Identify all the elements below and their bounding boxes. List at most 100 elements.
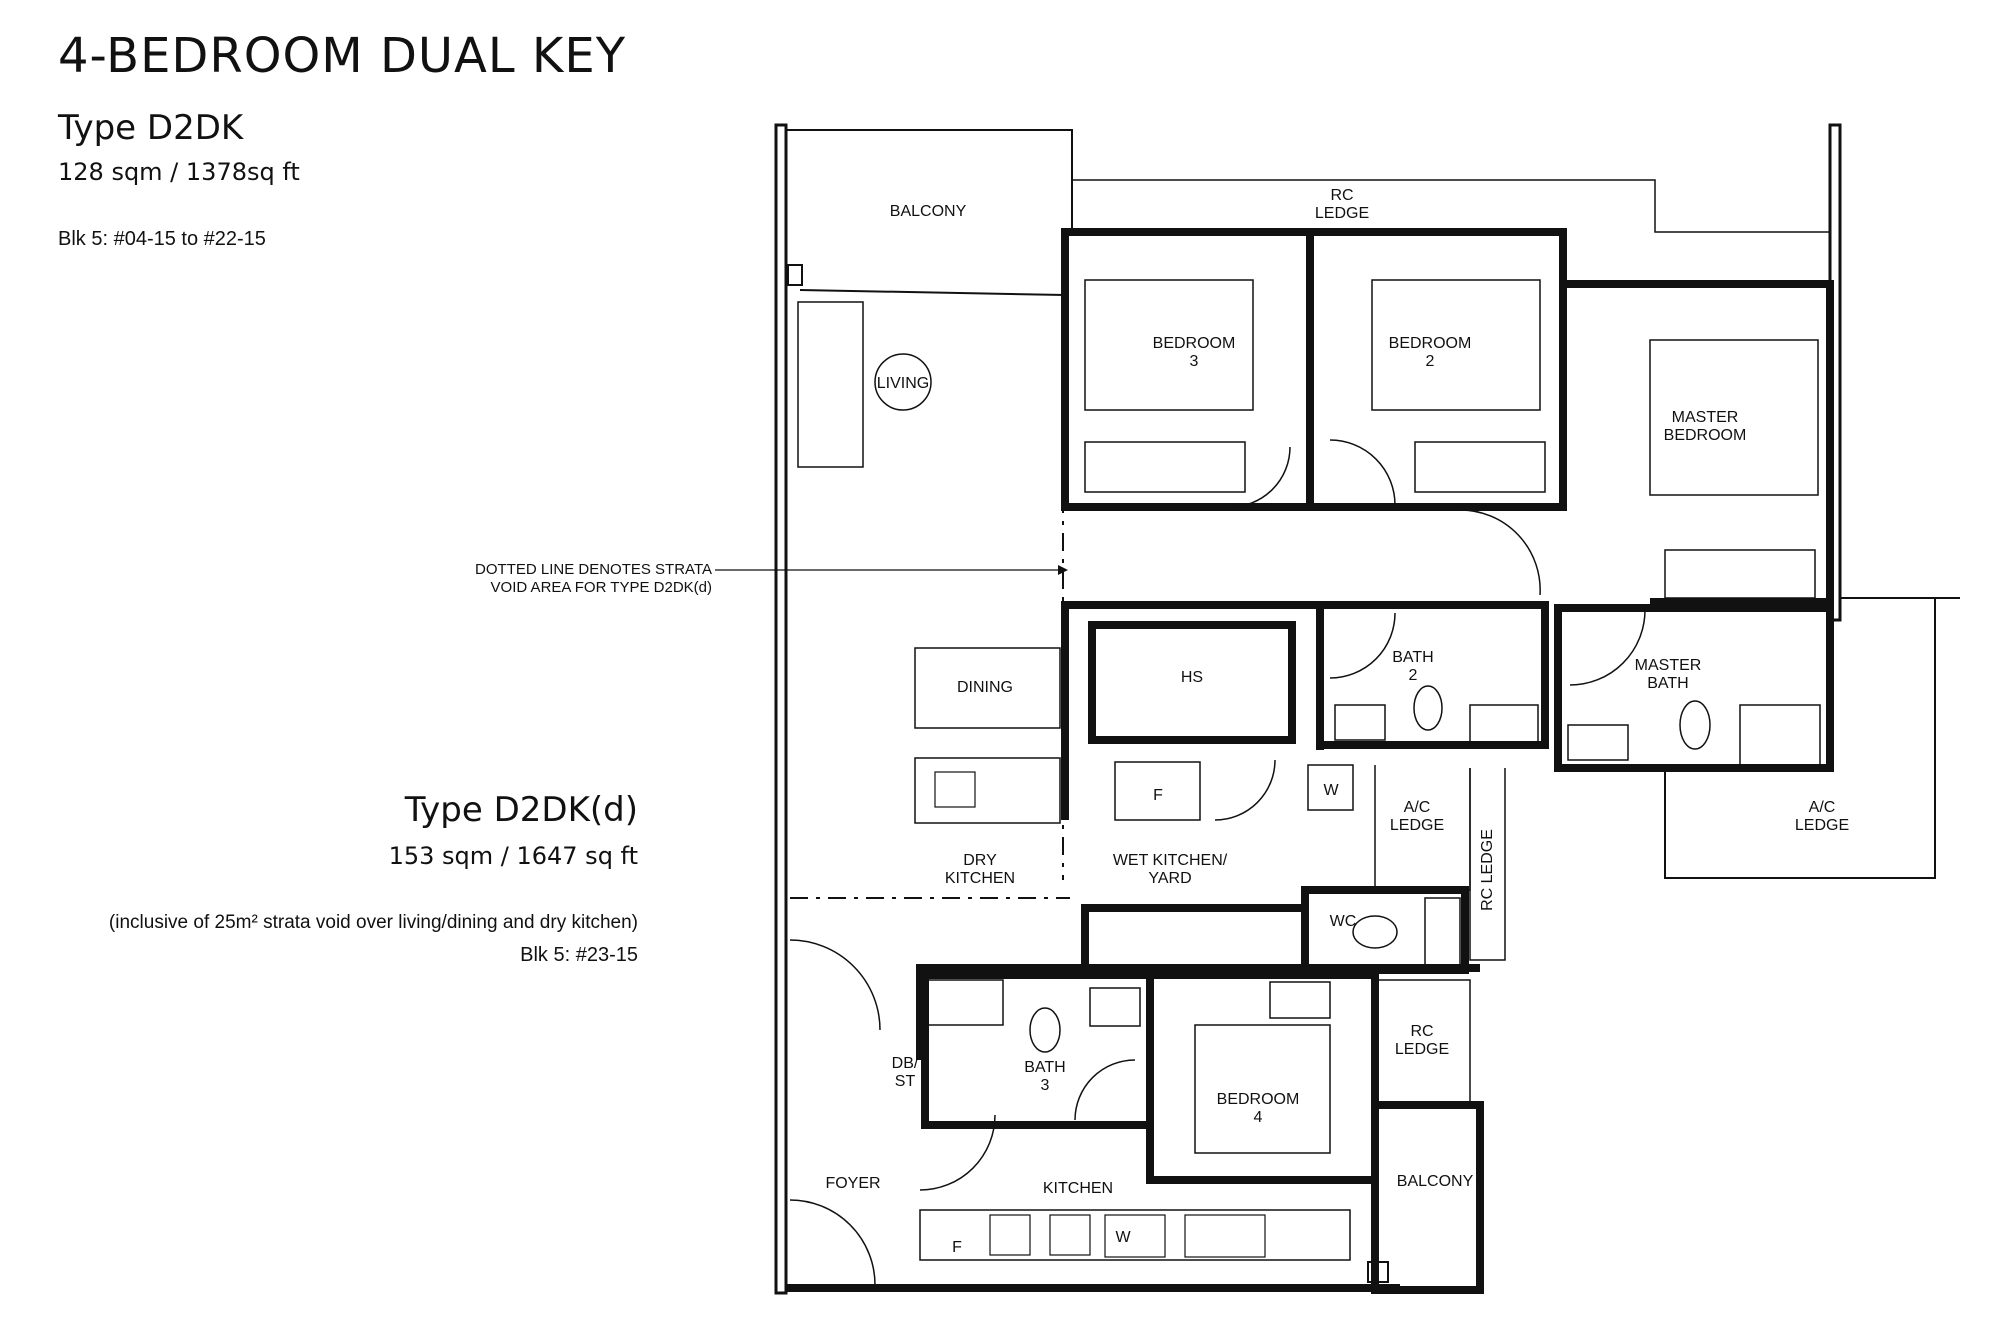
- bedroom-4-walls: [1146, 971, 1379, 1184]
- label-bedroom-3-2: 3: [1190, 353, 1199, 370]
- door-swing-master: [1459, 509, 1541, 596]
- type-d2dk-area: 128 sqm / 1378sq ft: [58, 158, 300, 186]
- label-dry-kitchen-2: KITCHEN: [945, 870, 1015, 887]
- label-master-bedroom-2: BEDROOM: [1664, 427, 1747, 444]
- label-washer-kitchen: W: [1115, 1229, 1131, 1246]
- label-bath-2-1: BATH: [1392, 649, 1433, 666]
- type-d2dk-name: Type D2DK: [58, 108, 244, 148]
- label-balcony-bottom: BALCONY: [1397, 1173, 1474, 1190]
- annotation-arrow: [1058, 565, 1068, 575]
- label-ac-ledge-right-1: A/C: [1809, 799, 1836, 816]
- living-table: [874, 353, 932, 411]
- annotation-line-2: VOID AREA FOR TYPE D2DK(d): [491, 579, 712, 596]
- type-d2dkd-name: Type D2DK(d): [404, 790, 638, 830]
- label-fridge-wet-kitchen: F: [1153, 787, 1163, 804]
- dry-kitchen-counter: [914, 757, 1061, 824]
- master-bath-shower: [1739, 704, 1821, 766]
- label-db-2: ST: [895, 1073, 916, 1090]
- label-balcony-top: BALCONY: [890, 203, 967, 220]
- wc-toilet: [1352, 915, 1398, 949]
- wc-shower: [1424, 897, 1461, 967]
- label-bedroom-2-1: BEDROOM: [1389, 335, 1472, 352]
- bath-2-basin: [1334, 704, 1386, 741]
- bedroom-2-wardrobe: [1414, 441, 1546, 493]
- column-bottom-right: [1367, 1261, 1389, 1283]
- ac-ledge-right-outline: [1664, 597, 1936, 879]
- label-master-bath-1: MASTER: [1635, 657, 1702, 674]
- label-bedroom-4-2: 4: [1254, 1109, 1263, 1126]
- door-swing-bath-3: [1074, 1059, 1136, 1121]
- bedroom-4-wardrobe: [1269, 981, 1331, 1019]
- bedroom-2-walls: [1306, 228, 1567, 511]
- master-bath-toilet: [1679, 700, 1711, 750]
- type-d2dk-units: Blk 5: #04-15 to #22-15: [58, 228, 266, 250]
- hs-room: [1088, 621, 1296, 744]
- door-swing-kitchen: [1214, 759, 1276, 821]
- door-swing-bath-2: [1329, 612, 1396, 679]
- lower-wing-wall: [916, 964, 1480, 1060]
- type-d2dkd-area: 153 sqm / 1647 sq ft: [388, 842, 638, 870]
- label-living: LIVING: [877, 375, 929, 392]
- label-wet-kitchen-1: WET KITCHEN/: [1113, 852, 1228, 869]
- balcony-sliding-door: [799, 289, 1066, 296]
- rc-ledge-top-outline: [1072, 179, 1830, 233]
- label-wc: WC: [1330, 913, 1357, 930]
- balcony-top-outline: [786, 129, 1073, 232]
- label-rc-ledge-top-2: LEDGE: [1315, 205, 1369, 222]
- label-bedroom-2-2: 2: [1426, 353, 1435, 370]
- kitchen-hob: [989, 1214, 1031, 1256]
- bedroom-2-bed: [1371, 279, 1541, 411]
- kitchen-washer: [1104, 1214, 1166, 1258]
- label-bath-3-1: BATH: [1024, 1059, 1065, 1076]
- door-swing-foyer-inner: [919, 1114, 996, 1191]
- door-swing-foyer-entrance: [789, 939, 881, 1031]
- bedroom-4-bed: [1194, 1024, 1331, 1154]
- bath-2-shower: [1469, 704, 1539, 744]
- bath-3-toilet: [1029, 1007, 1061, 1053]
- label-washer-wet-kitchen: W: [1323, 782, 1339, 799]
- label-rc-ledge-low-2: LEDGE: [1395, 1041, 1449, 1058]
- label-bedroom-4-1: BEDROOM: [1217, 1091, 1300, 1108]
- bath-2-toilet: [1413, 685, 1443, 731]
- label-bath-2-2: 2: [1409, 667, 1418, 684]
- wet-kitchen-washer: [1307, 764, 1354, 811]
- label-ac-ledge-right-2: LEDGE: [1795, 817, 1849, 834]
- bedroom-3-bed: [1084, 279, 1254, 411]
- rc-ledge-vertical-outline: [1469, 768, 1506, 961]
- label-rc-ledge-low-1: RC: [1410, 1023, 1433, 1040]
- master-bedroom-bed: [1649, 339, 1819, 496]
- dining-table: [914, 647, 1061, 729]
- wc-room: [1301, 886, 1469, 974]
- label-kitchen: KITCHEN: [1043, 1180, 1113, 1197]
- type-d2dkd-units: Blk 5: #23-15: [520, 944, 638, 966]
- master-bedroom-wardrobe: [1664, 549, 1816, 599]
- label-ac-ledge-mid-2: LEDGE: [1390, 817, 1444, 834]
- label-rc-ledge-vertical: RC LEDGE: [1479, 829, 1496, 911]
- label-ac-ledge-mid-1: A/C: [1404, 799, 1431, 816]
- column-top-left: [787, 264, 803, 286]
- master-bath-walls: [1554, 604, 1834, 772]
- dry-kitchen-sink: [934, 771, 976, 808]
- balcony-bottom-walls: [1371, 1101, 1484, 1294]
- label-dining: DINING: [957, 679, 1013, 696]
- door-swing-bedroom-2: [1329, 439, 1396, 506]
- label-hs: HS: [1181, 669, 1203, 686]
- bedroom-3-walls: [1061, 228, 1314, 511]
- label-foyer: FOYER: [825, 1175, 880, 1192]
- bath-3-basin: [1089, 987, 1141, 1027]
- wet-kitchen-counter: [1081, 904, 1309, 974]
- label-fridge-kitchen: F: [952, 1239, 962, 1256]
- label-master-bedroom-1: MASTER: [1672, 409, 1739, 426]
- bedroom-3-wardrobe: [1084, 441, 1246, 493]
- master-bedroom-walls: [1563, 280, 1834, 608]
- kitchen-wardrobe: [1184, 1214, 1266, 1258]
- label-master-bath-2: BATH: [1647, 675, 1688, 692]
- plan-title: 4-BEDROOM DUAL KEY: [58, 28, 627, 84]
- type-d2dkd-note: (inclusive of 25m² strata void over livi…: [108, 912, 638, 933]
- label-bedroom-3-1: BEDROOM: [1153, 335, 1236, 352]
- label-rc-ledge-top-1: RC: [1330, 187, 1353, 204]
- hs-walls: [1061, 601, 1324, 820]
- annotation-line-1: DOTTED LINE DENOTES STRATA: [475, 561, 712, 578]
- bath-2-walls: [1316, 601, 1549, 749]
